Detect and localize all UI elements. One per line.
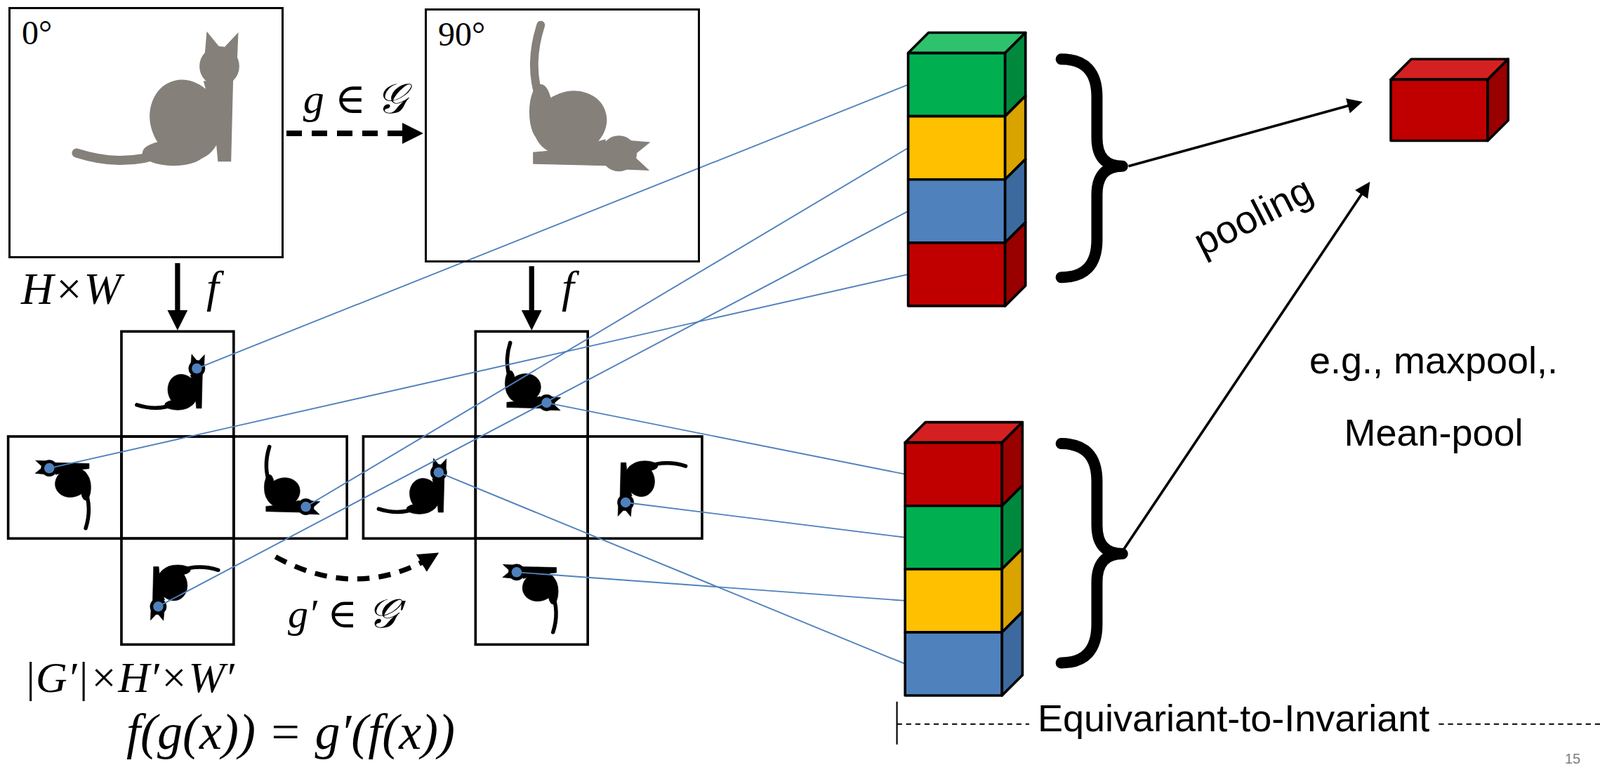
leader-line — [196, 84, 908, 369]
pooling-arrow — [1128, 103, 1359, 167]
cat-silhouette — [136, 354, 206, 413]
cat-silhouette — [617, 459, 686, 518]
leader-line — [625, 502, 905, 538]
feature-dot — [541, 398, 552, 409]
text-label: pooling — [1186, 167, 1320, 265]
feature-cell — [475, 331, 588, 437]
feature-dot — [433, 467, 445, 479]
cube-front — [908, 179, 1006, 243]
brace — [1061, 443, 1123, 663]
text-label: g′ ∈ 𝒢′ — [287, 591, 406, 639]
text-label: Equivariant-to-Invariant — [1029, 696, 1438, 740]
leader-line — [516, 572, 905, 601]
image-frame: 0° — [8, 7, 284, 259]
angle-label: 90° — [438, 14, 486, 54]
leader-line — [49, 274, 908, 469]
cube-front — [908, 242, 1006, 307]
cat-silhouette — [261, 447, 321, 516]
cube-front — [904, 569, 1002, 633]
feature-cell — [475, 538, 588, 645]
cat-photo — [76, 32, 239, 170]
leader-line — [438, 472, 905, 665]
feature-dot — [153, 601, 164, 613]
feature-cell — [233, 436, 347, 539]
bar-tick — [895, 702, 898, 745]
transform-arrow — [286, 130, 404, 137]
feature-cell — [8, 436, 122, 539]
text-label: |G′|×H′×W′ — [23, 652, 235, 703]
cube-front — [1390, 79, 1488, 141]
feature-cell — [121, 538, 234, 645]
edge-label: g ∈ 𝒢 — [303, 75, 407, 124]
feature-dot — [300, 501, 312, 513]
feature-dot — [44, 463, 55, 474]
feature-dot — [511, 567, 523, 578]
feature-cell — [362, 436, 476, 539]
cube-front — [904, 506, 1002, 570]
angle-label: 0° — [21, 13, 52, 52]
text-label: e.g., maxpool,. Mean-pool — [1300, 324, 1568, 469]
text-label: f(g(x)) = g′(f(x)) — [126, 704, 455, 761]
cube-side — [1005, 222, 1026, 307]
cat-silhouette — [378, 458, 447, 517]
cube-side — [1487, 58, 1509, 141]
cube-front — [904, 443, 1002, 507]
cat-silhouette — [150, 563, 219, 622]
feature-cell — [475, 436, 588, 539]
cube-side — [1001, 612, 1023, 696]
text-label: H×W — [21, 263, 122, 316]
leader-line — [157, 211, 908, 607]
leader-line — [306, 148, 909, 507]
feature-dot — [620, 497, 632, 509]
brace — [1061, 58, 1123, 278]
transform-arrow — [275, 556, 434, 580]
feature-cell — [121, 436, 234, 539]
cat-silhouette — [502, 342, 561, 411]
feature-cell — [587, 436, 703, 539]
text-label: f — [206, 261, 220, 314]
feature-dot — [191, 363, 203, 375]
f-arrow — [174, 263, 180, 325]
text-label: 15 — [1564, 751, 1581, 768]
feature-cell — [121, 331, 234, 437]
cube-front — [904, 632, 1002, 696]
cat-photo-rotated — [525, 25, 650, 172]
text-label: f — [561, 261, 575, 314]
cube-front — [908, 53, 1006, 117]
cat-silhouette — [35, 460, 94, 529]
image-frame: 90° — [424, 8, 700, 263]
arrow-head — [402, 122, 424, 144]
cube-front — [908, 116, 1006, 180]
f-arrow — [529, 266, 535, 325]
leader-line — [546, 402, 906, 475]
